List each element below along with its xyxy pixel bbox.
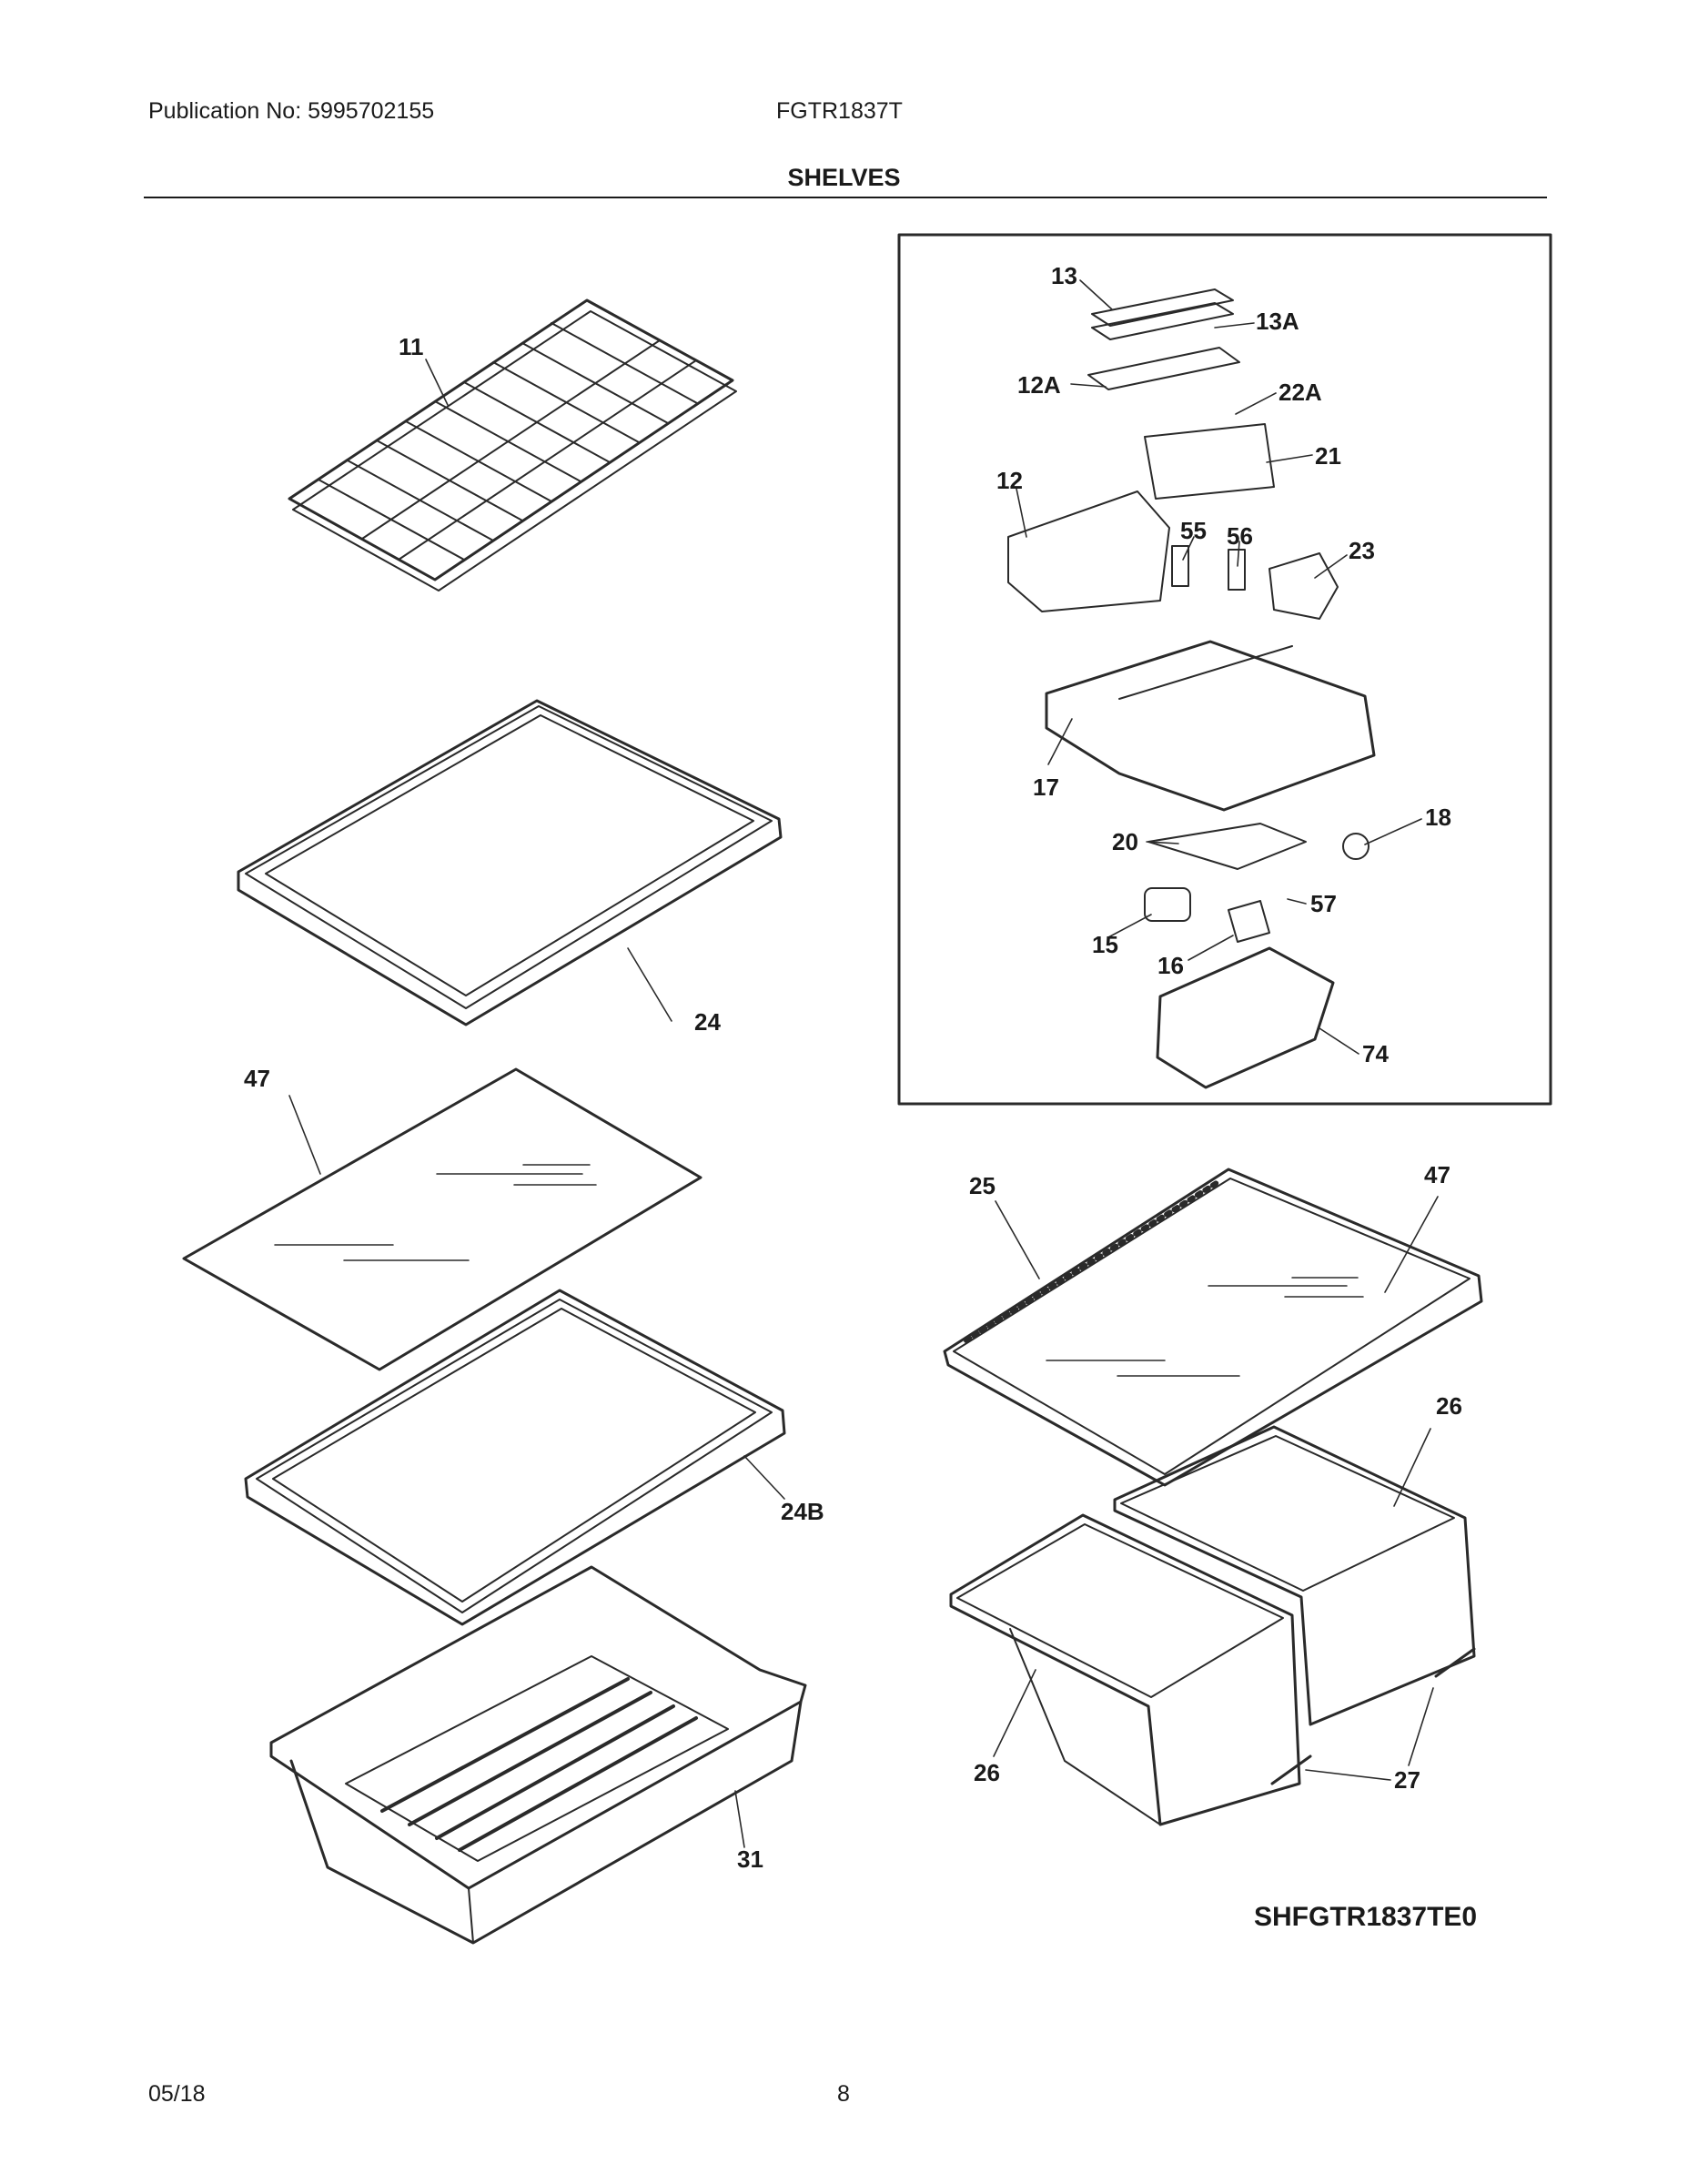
callout-74: 74 <box>1362 1040 1389 1067</box>
callout-47-right: 47 <box>1424 1161 1450 1188</box>
drawing-code: SHFGTR1837TE0 <box>1254 1902 1478 1932</box>
callout-12: 12 <box>996 467 1023 494</box>
model-number: FGTR1837T <box>776 98 903 124</box>
page-number: 8 <box>837 2081 850 2107</box>
callout-24B: 24B <box>781 1498 824 1525</box>
callout-26-left: 26 <box>974 1759 1000 1786</box>
callout-27: 27 <box>1394 1766 1420 1794</box>
callout-56: 56 <box>1227 522 1253 550</box>
callout-24: 24 <box>694 1008 721 1036</box>
callout-17: 17 <box>1033 774 1059 801</box>
callout-25: 25 <box>969 1172 996 1199</box>
callout-11: 11 <box>399 333 424 360</box>
crisper-cover-part <box>943 1168 1483 1487</box>
glass-shelf-frame-part <box>237 699 783 1026</box>
callout-55: 55 <box>1180 517 1207 544</box>
callout-26-right: 26 <box>1436 1392 1462 1420</box>
callout-23: 23 <box>1349 537 1375 564</box>
crisper-tray-part <box>269 1565 807 1945</box>
publication-number: Publication No: 5995702155 <box>148 98 435 124</box>
callout-47-left: 47 <box>244 1065 270 1092</box>
drawer-slide-part <box>1270 1647 1476 1785</box>
callout-18: 18 <box>1425 804 1451 831</box>
ice-maker-inset-frame <box>897 233 1552 1106</box>
footer-date: 05/18 <box>148 2081 206 2107</box>
callout-13A: 13A <box>1256 308 1299 335</box>
shelf-frame-part <box>244 1289 786 1626</box>
header-rule <box>144 197 1547 198</box>
callout-13: 13 <box>1051 262 1077 289</box>
glass-panel-part <box>182 1067 702 1371</box>
section-title: SHELVES <box>787 164 901 191</box>
callout-21: 21 <box>1315 442 1341 470</box>
callout-leaders <box>288 279 1439 1848</box>
crisper-drawer-right-part <box>1113 1425 1476 1726</box>
callout-15: 15 <box>1092 931 1118 958</box>
wire-shelf-part <box>288 298 737 592</box>
callout-20: 20 <box>1112 828 1138 855</box>
callout-16: 16 <box>1157 952 1184 979</box>
callout-22A: 22A <box>1279 379 1322 406</box>
callout-57: 57 <box>1310 890 1337 917</box>
crisper-drawer-left-part <box>949 1513 1301 1826</box>
ice-maker-assembly-part <box>1007 288 1376 1089</box>
callout-31: 31 <box>737 1845 763 1873</box>
callout-12A: 12A <box>1017 371 1061 399</box>
